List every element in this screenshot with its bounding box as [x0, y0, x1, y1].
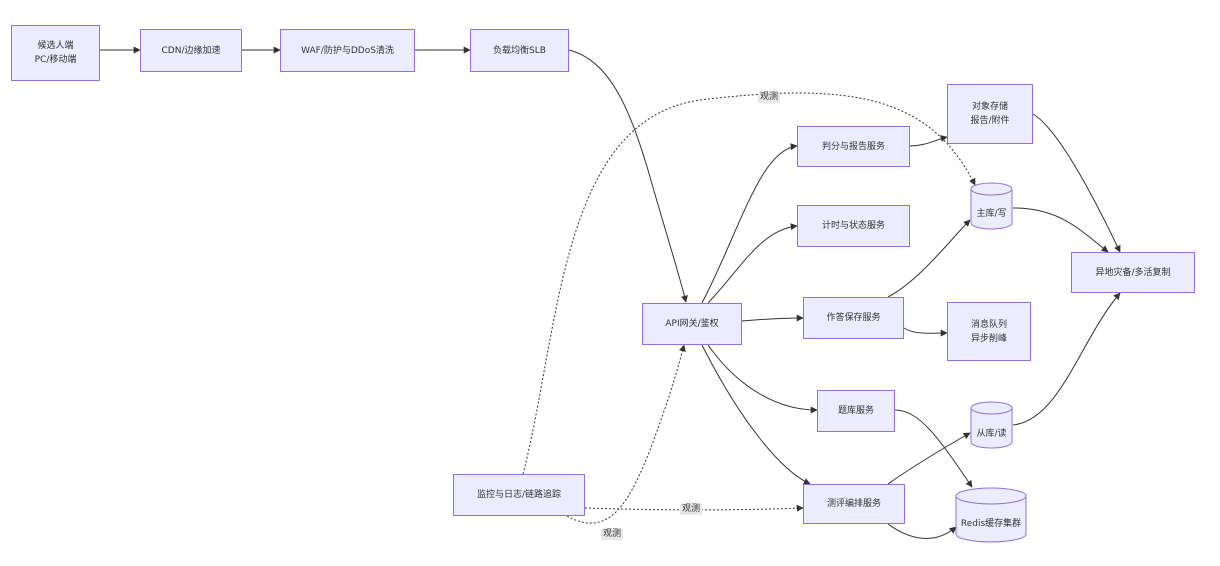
message-queue-node: 消息队列异步削峰: [947, 302, 1031, 361]
object-storage-node: 对象存储报告/附件: [947, 84, 1033, 144]
edge-label-observe-mid: 观测: [680, 504, 703, 515]
node-label: 判分与报告服务: [821, 141, 885, 152]
node-label: 负载均衡SLB: [493, 45, 546, 56]
node-label: 报告/附件: [970, 116, 1010, 126]
edge-gateway-timing: [707, 223, 798, 304]
edge-gateway-compose: [701, 344, 811, 485]
node-label: 对象存储: [971, 102, 1008, 112]
edge-monitor-compose-observe: [584, 504, 804, 512]
database-icon: [970, 401, 1013, 449]
node-label: API网关/鉴权: [665, 319, 719, 329]
exam-compose-service-node: 测评编排服务: [803, 484, 905, 524]
database-icon: [970, 182, 1013, 230]
cylinder-label: Redis缓存集群: [960, 519, 1022, 529]
edge-master-disaster: [1012, 207, 1109, 253]
node-label: 消息队列: [970, 319, 1007, 330]
api-gateway-node: API网关/鉴权: [642, 303, 742, 345]
redis-cluster-cylinder: Redis缓存集群: [955, 487, 1027, 543]
cylinder-label: 主库/写: [976, 209, 1007, 219]
node-label: 异步削峰: [970, 333, 1007, 344]
edge-compose-redis: [887, 523, 957, 539]
node-label: 题库服务: [837, 406, 874, 416]
node-label: WAF/防护与DDoS清洗: [301, 45, 394, 56]
node-label: 候选人端: [37, 41, 74, 51]
edge-label-observe-bottom: 观测: [601, 529, 624, 540]
disaster-recovery-node: 异地灾备/多活复制: [1071, 252, 1195, 293]
edge-slave-disaster: [1012, 292, 1121, 426]
waf-node: WAF/防护与DDoS清洗: [280, 29, 415, 72]
slb-node: 负载均衡SLB: [470, 29, 569, 72]
edge-gateway-scoring: [701, 143, 798, 304]
node-label: 测评编排服务: [826, 499, 881, 509]
answer-save-service-node: 作答保存服务: [803, 297, 904, 339]
edge-monitor-gateway-observe: [566, 344, 686, 524]
cdn-node: CDN/边缘加速: [140, 29, 242, 72]
edge-monitor-master-observe: [522, 92, 976, 475]
master-db-cylinder: 主库/写: [970, 182, 1013, 230]
edge-scoring-storage: [909, 135, 948, 147]
cylinder-label: 从库/读: [976, 429, 1007, 439]
edge-compose-slave: [887, 432, 971, 485]
edge-answer-mq: [903, 327, 948, 337]
monitoring-node: 监控与日志/链路追踪: [453, 474, 585, 516]
node-label: 计时与状态服务: [821, 221, 885, 231]
node-label: 作答保存服务: [826, 313, 881, 323]
timing-service-node: 计时与状态服务: [797, 205, 910, 247]
scoring-service-node: 判分与报告服务: [797, 126, 910, 167]
node-label: 异地灾备/多活复制: [1095, 267, 1171, 278]
edge-answer-master: [887, 219, 971, 298]
candidate-client-node: 候选人端 PC/移动端: [11, 25, 100, 81]
edge-slb-gateway: [568, 49, 688, 303]
slave-db-cylinder: 从库/读: [970, 401, 1013, 449]
node-label: CDN/边缘加速: [161, 45, 221, 56]
edge-storage-disaster: [1032, 113, 1121, 253]
edge-gateway-answer: [741, 314, 804, 322]
database-icon: [955, 487, 1027, 543]
node-label: 监控与日志/链路追踪: [476, 490, 562, 500]
edge-gateway-qbank: [707, 344, 818, 414]
question-bank-service-node: 题库服务: [817, 390, 895, 432]
edge-label-observe-top: 观测: [758, 92, 781, 103]
edge-qbank-redis: [894, 409, 973, 488]
node-label: PC/移动端: [34, 55, 77, 65]
